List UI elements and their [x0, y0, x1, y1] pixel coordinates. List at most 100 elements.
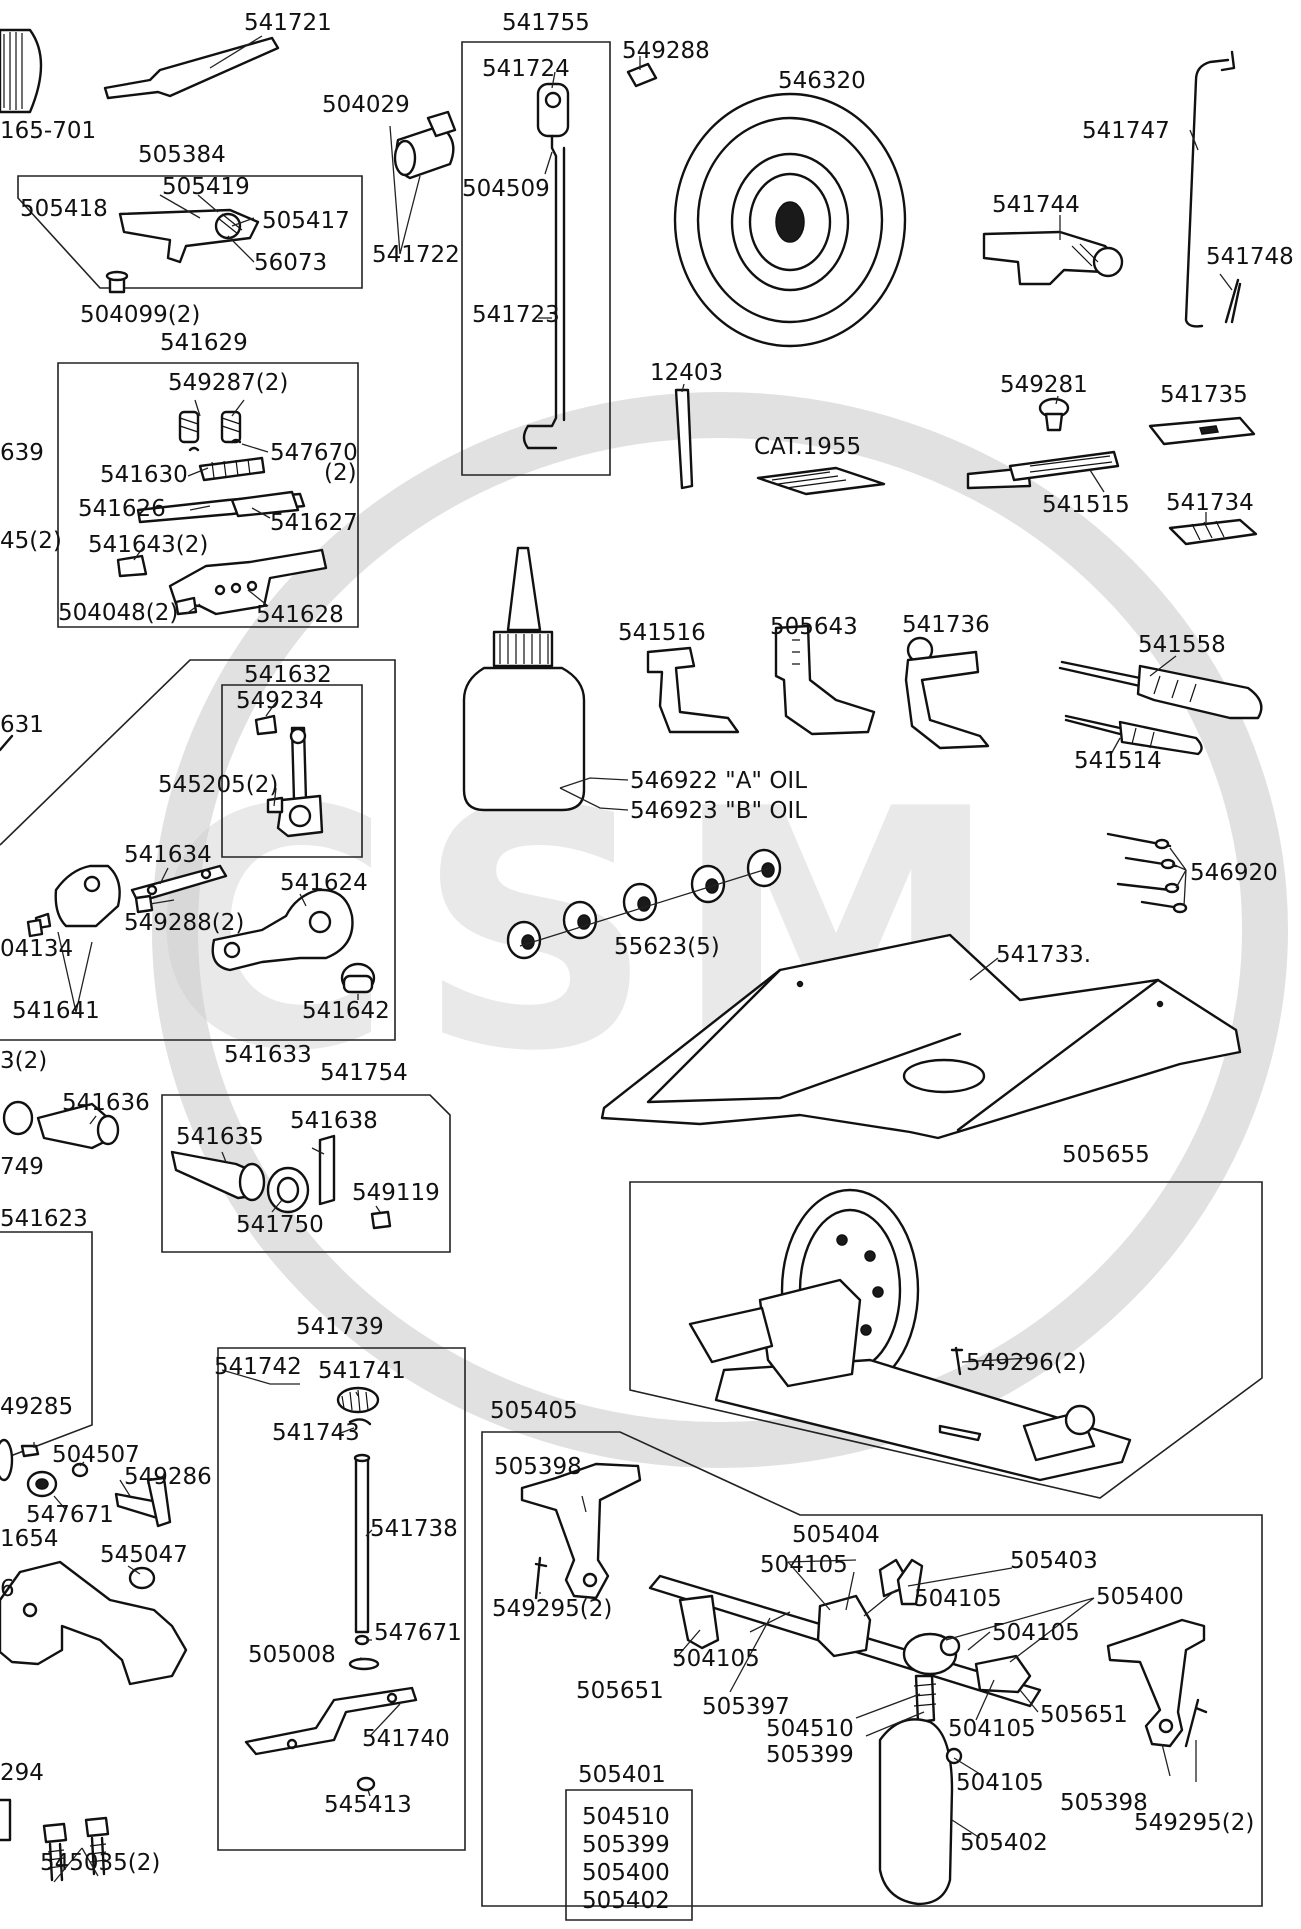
label-541743: 541743: [272, 1420, 360, 1446]
label-505655: 505655: [1062, 1142, 1150, 1168]
label-541738: 541738: [370, 1516, 458, 1542]
label-505651-a: 505651: [576, 1678, 664, 1704]
label-541632: 541632: [244, 662, 332, 688]
box-541739: [217, 1347, 466, 1851]
label-541747: 541747: [1082, 118, 1170, 144]
label-504105-b: 504105: [914, 1586, 1002, 1612]
label-1654: 1654: [0, 1526, 59, 1552]
label-504105-d: 504105: [672, 1646, 760, 1672]
part-knob-541741: [336, 1386, 380, 1426]
label-541724: 541724: [482, 56, 570, 82]
label-549286: 549286: [124, 1464, 212, 1490]
part-collar-541722: [393, 110, 457, 180]
label-504510-b: 504510: [582, 1804, 670, 1830]
part-rod-541738: [348, 1453, 380, 1671]
label-549119: 549119: [352, 1180, 440, 1206]
box-505401: [565, 1789, 693, 1921]
part-bracket-505398-right: [1106, 1618, 1208, 1748]
label-505417: 505417: [262, 208, 350, 234]
part-wheel-546320: [673, 92, 907, 348]
label-505397: 505397: [702, 1694, 790, 1720]
label-541733: 541733.: [996, 942, 1091, 968]
label-549288: 549288: [622, 38, 710, 64]
part-group-541632: [254, 714, 324, 838]
label-541744: 541744: [992, 192, 1080, 218]
part-booklet-cat1955: [756, 466, 886, 496]
part-oil-bottle-546922: [462, 546, 586, 812]
label-541626: 541626: [78, 496, 166, 522]
part-plate-541734: [1168, 518, 1258, 546]
label-55623: 55623(5): [614, 934, 720, 960]
part-screws-545035: [0, 1798, 110, 1882]
part-bar-505397: [648, 1558, 1042, 1906]
label-541515: 541515: [1042, 492, 1130, 518]
label-545413: 545413: [324, 1792, 412, 1818]
label-165701: 165-701: [0, 118, 96, 144]
label-549287: 549287(2): [168, 370, 288, 396]
label-6: 6: [0, 1576, 15, 1602]
label-541723: 541723: [472, 302, 560, 328]
watermark-ring: [152, 392, 1288, 1468]
label-505403: 505403: [1010, 1548, 1098, 1574]
part-nut-545413: [356, 1776, 376, 1792]
part-screw-549288b: [134, 894, 154, 914]
label-504105-c: 504105: [992, 1620, 1080, 1646]
label-541643: 541643(2): [88, 532, 208, 558]
part-screw-549288: [626, 62, 658, 88]
label-505401: 505401: [578, 1762, 666, 1788]
label-541736: 541736: [902, 612, 990, 638]
label-547671-a: 547671: [26, 1502, 114, 1528]
part-plate-541735: [1148, 416, 1256, 446]
box-541629: [57, 362, 359, 628]
label-504507: 504507: [52, 1442, 140, 1468]
part-tray-541733: [600, 933, 1242, 1140]
part-group-541629: [116, 410, 328, 616]
label-504105-a: 504105: [760, 1552, 848, 1578]
label-3-2: 3(2): [0, 1048, 47, 1074]
label-541638: 541638: [290, 1108, 378, 1134]
box-541632-outer: [0, 659, 396, 1041]
box-541755: [461, 41, 611, 476]
label-547670-qty: (2): [324, 460, 357, 486]
label-541628: 541628: [256, 602, 344, 628]
label-505398-b: 505398: [1060, 1790, 1148, 1816]
part-crank-541624: [211, 888, 354, 972]
label-541721: 541721: [244, 10, 332, 36]
box-505405: [481, 1431, 1263, 1907]
label-12403: 12403: [650, 360, 723, 386]
label-04134: 04134: [0, 936, 73, 962]
label-45-2: 45(2): [0, 528, 62, 554]
label-541630: 541630: [100, 462, 188, 488]
label-505651-b: 505651: [1040, 1702, 1128, 1728]
label-56073: 56073: [254, 250, 327, 276]
label-541735: 541735: [1160, 382, 1248, 408]
label-505384: 505384: [138, 142, 226, 168]
part-wire-541747: [1184, 50, 1236, 328]
label-294: 294: [0, 1760, 44, 1786]
part-screw-549295-left: [534, 1556, 548, 1600]
label-541629: 541629: [160, 330, 248, 356]
label-541624: 541624: [280, 870, 368, 896]
part-pin-12403: [674, 388, 694, 490]
part-foot-541736: [904, 636, 990, 750]
label-505008: 505008: [248, 1642, 336, 1668]
label-504105-f: 504105: [956, 1770, 1044, 1796]
label-549234: 549234: [236, 688, 324, 714]
label-541514: 541514: [1074, 748, 1162, 774]
part-group-541623: [0, 1438, 172, 1528]
part-foot-505643: [774, 624, 876, 736]
label-546922: 546922 "A" OIL: [630, 768, 807, 794]
label-546920: 546920: [1190, 860, 1278, 886]
label-541722: 541722: [372, 242, 460, 268]
part-feed-541515: [966, 450, 1120, 490]
label-545205: 545205(2): [158, 772, 278, 798]
box-541754: [161, 1094, 451, 1253]
label-541641: 541641: [12, 998, 100, 1024]
label-49285: 49285: [0, 1394, 73, 1420]
part-screw-504099: [105, 270, 129, 294]
part-bracket-541641: [34, 864, 121, 930]
label-505405: 505405: [490, 1398, 578, 1424]
part-needles-546920: [1106, 832, 1188, 914]
label-549288-2: 549288(2): [124, 910, 244, 936]
